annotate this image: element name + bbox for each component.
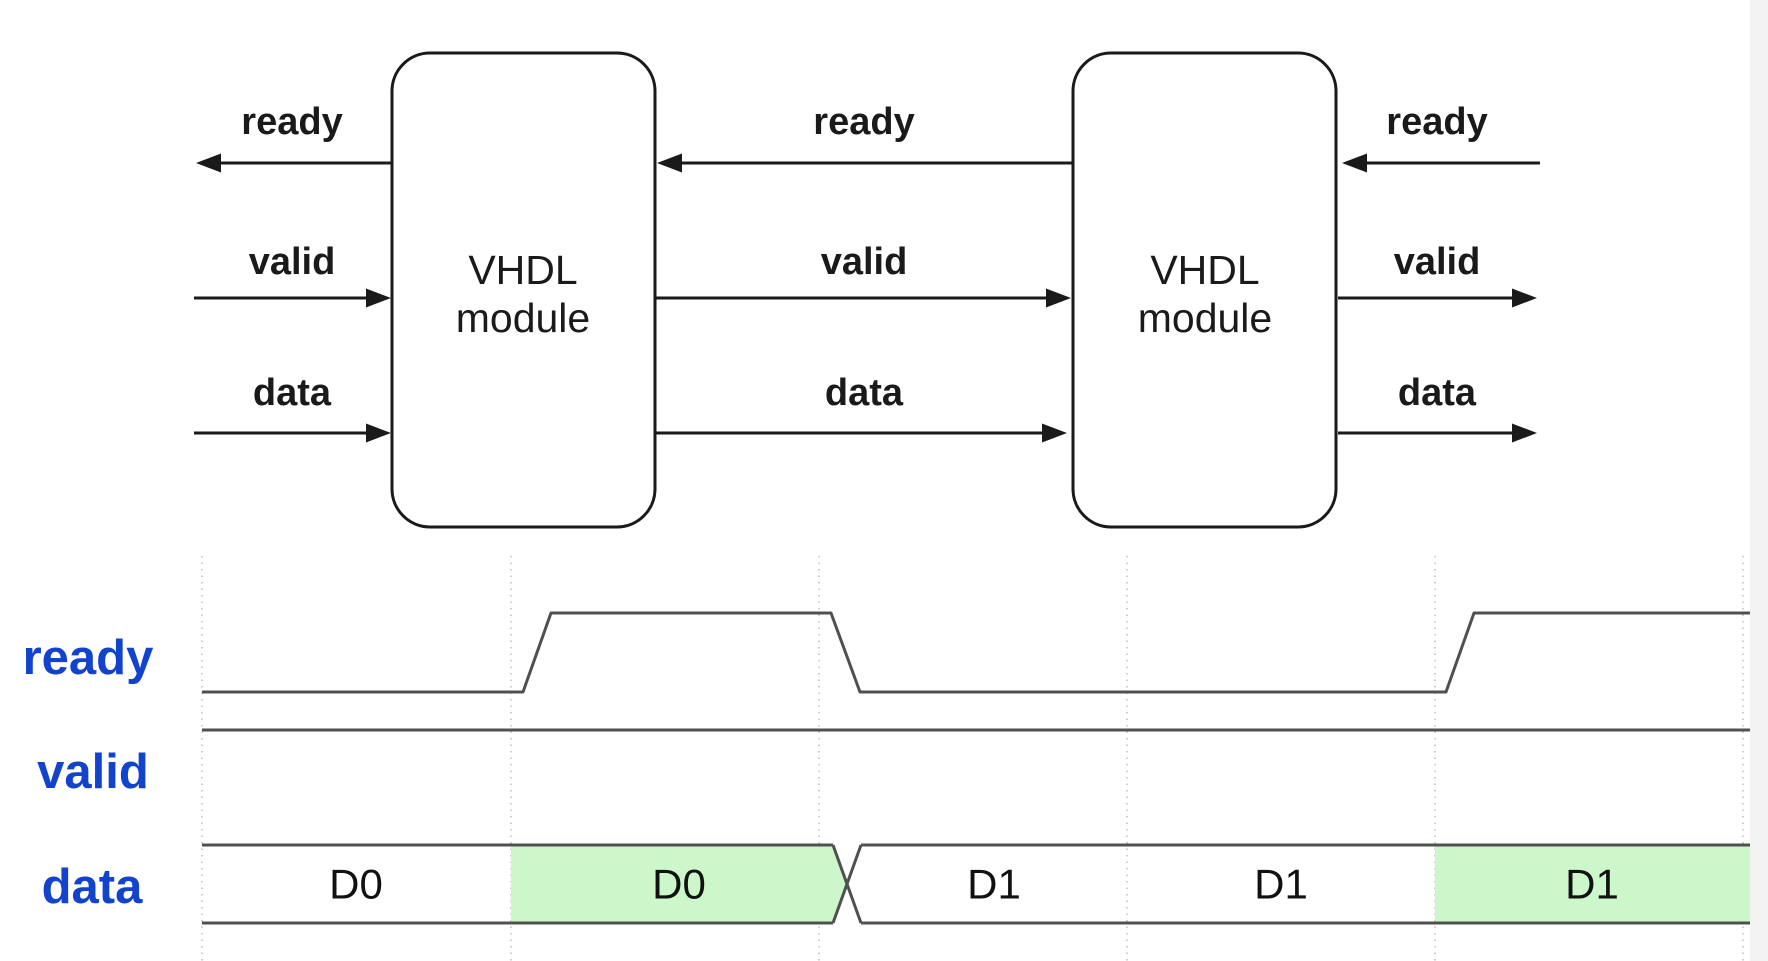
right-gutter: [1750, 0, 1768, 961]
valid-middle-arrowhead: [1046, 288, 1071, 308]
valid-left-arrowhead: [366, 288, 391, 308]
ready-middle-arrowhead: [657, 153, 682, 173]
data-cell-label: D0: [329, 861, 383, 908]
vhdl-module-2-box: [1071, 51, 1338, 529]
data-middle-arrowhead: [1042, 423, 1067, 443]
ready-right-arrowhead: [1342, 153, 1367, 173]
timing-row-label-valid: valid: [37, 745, 149, 799]
data-cell-highlight-2: [1435, 845, 1750, 923]
valid-label-middle: valid: [821, 241, 908, 283]
ready-label-left: ready: [241, 101, 342, 143]
data-cell-label: D1: [967, 861, 1021, 908]
data-cell-label: D1: [1254, 861, 1308, 908]
data-crossover-line: [831, 844, 863, 924]
module2-title-line2: module: [1138, 295, 1272, 341]
data-right-arrowhead: [1512, 423, 1537, 443]
block-diagram: VHDL module VHDL module ready valid data…: [194, 51, 1540, 529]
ready-waveform: [202, 611, 1750, 694]
data-label-middle: data: [825, 372, 904, 414]
ready-left-arrowhead: [196, 153, 221, 173]
valid-label-right: valid: [1394, 241, 1481, 283]
timing-diagram: D0 D0 D1 D1 D1 ready valid data: [23, 556, 1750, 961]
valid-right-arrowhead: [1512, 288, 1537, 308]
vhdl-module-1-box: [390, 51, 657, 529]
data-cell-highlight-1: [511, 845, 847, 923]
data-label-right: data: [1398, 372, 1477, 414]
data-cell-label: D0: [652, 861, 706, 908]
timing-row-label-ready: ready: [23, 631, 154, 685]
valid-label-left: valid: [249, 241, 336, 283]
data-cell-label: D1: [1565, 861, 1619, 908]
data-left-arrowhead: [366, 423, 391, 443]
data-label-left: data: [253, 372, 332, 414]
module1-title-line1: VHDL: [468, 247, 577, 293]
ready-label-middle: ready: [813, 101, 914, 143]
module2-title-line1: VHDL: [1150, 247, 1259, 293]
ready-label-right: ready: [1386, 101, 1487, 143]
timing-row-label-data: data: [42, 860, 144, 914]
module1-title-line2: module: [456, 295, 590, 341]
